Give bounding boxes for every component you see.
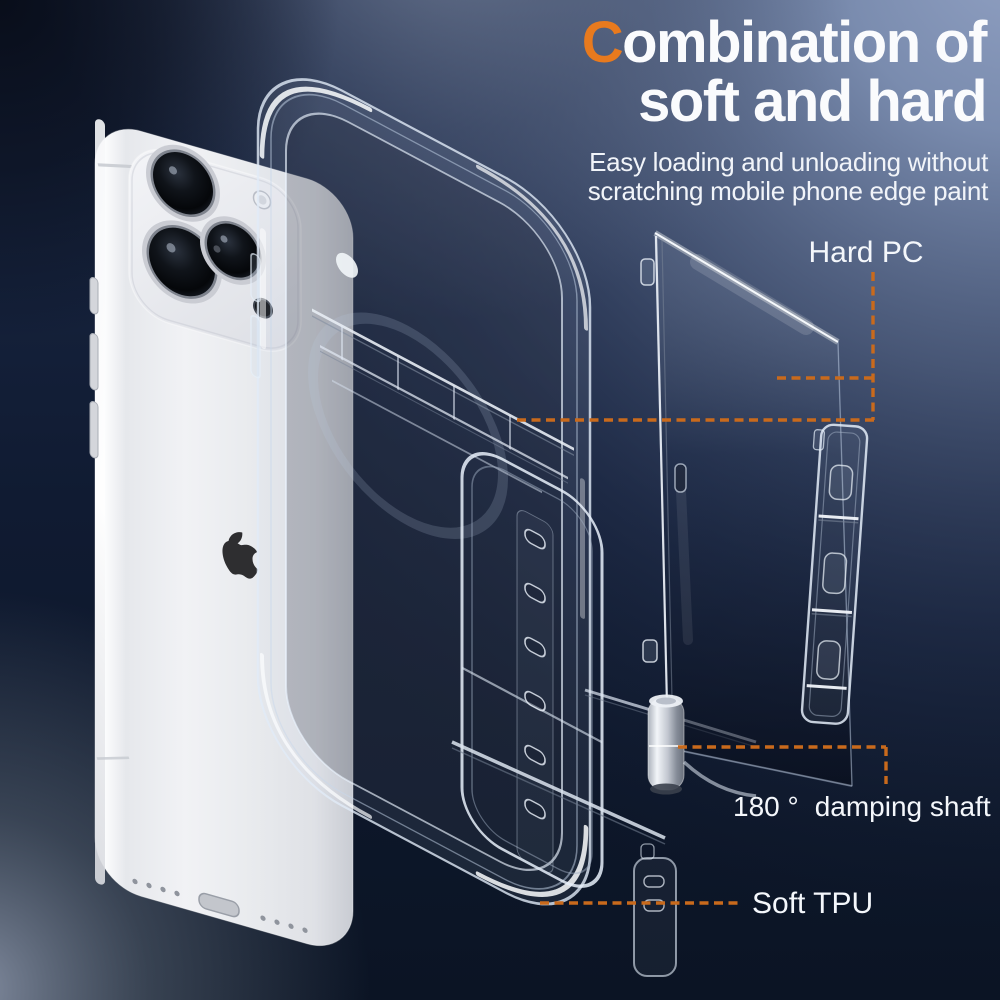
title-line-1-rest: ombination of [622, 10, 988, 75]
hard-pc-panel [640, 230, 853, 787]
kickstand-strip [800, 423, 869, 725]
strip-bump-1 [828, 464, 854, 501]
flash-inner [257, 195, 267, 205]
strip-divider-1-shadow [818, 519, 859, 524]
apple-logo [222, 532, 259, 579]
card-rail-1-shadow [312, 315, 574, 457]
camera-lens-right [200, 216, 266, 285]
case-corner-piece [633, 843, 677, 977]
corner-bumper-bottom-left [260, 652, 372, 819]
kickstand-frame-inner [471, 465, 593, 875]
strip-divider-1 [818, 514, 859, 521]
volume-up-button [89, 333, 99, 391]
subtitle-line-1: Easy loading and unloading without [589, 147, 989, 177]
corner-bumper-bottom-right [475, 824, 589, 897]
phone-bottom-detail [132, 878, 308, 933]
strip-divider-2-shadow [811, 612, 852, 618]
hard-pc-callout-lines [517, 272, 875, 422]
magsafe-ring [308, 312, 508, 540]
case-mid-wall [270, 93, 578, 890]
title-line-2: soft and hard [638, 69, 986, 134]
title-accent-letter: C [582, 10, 623, 75]
shaft-cap-inner [656, 697, 676, 705]
card-rail-2 [320, 345, 568, 480]
case-specular-left [260, 228, 266, 350]
strip-divider-3 [806, 684, 847, 690]
case-outer-wall [256, 78, 592, 906]
panel-glare [690, 254, 814, 335]
panel-tab-upper [640, 258, 655, 286]
panel-left-edge [654, 235, 670, 749]
panel-slot [674, 463, 687, 493]
strip-divider-2 [811, 608, 853, 615]
phone-back [89, 119, 354, 947]
title-line-1: Combination of [582, 10, 988, 75]
card-rail-3 [332, 379, 542, 494]
case-specular-right [580, 478, 585, 619]
kickstand-crossbar [462, 666, 602, 744]
panel-bottom-edge [667, 747, 853, 787]
strip-inner [808, 431, 861, 718]
subtitle-line-2: scratching mobile phone edge paint [588, 176, 989, 206]
shaft-cylinder [647, 697, 685, 791]
hard-pc-label: Hard PC [808, 236, 923, 269]
volume-down-button [89, 401, 99, 459]
panel-tab-lower [642, 639, 658, 663]
strip-bump-3 [816, 640, 842, 680]
usb-c-port [198, 892, 240, 918]
camera-lens-top [146, 144, 220, 222]
damping-shaft-degree: 180 ° [733, 791, 799, 822]
card-slot-vents [524, 528, 546, 820]
damping-shaft-text: damping shaft [815, 791, 991, 822]
camera-plateau-edge [131, 151, 299, 349]
panel-right-edge [837, 341, 853, 787]
strip-bump-2 [822, 552, 848, 595]
case-button-bump-2 [250, 315, 261, 379]
strip-tab [812, 429, 826, 451]
damping-shaft-callout-lines [678, 745, 888, 784]
phone-left-edge-highlight [95, 119, 105, 885]
damping-shaft-label: 180 ° damping shaft [733, 791, 991, 822]
corner-bumper-top-right [476, 164, 588, 331]
soft-tpu-label: Soft TPU [752, 887, 873, 920]
kickstand-frame-outer [460, 452, 604, 888]
panel-glare-lower [675, 465, 693, 645]
case-reflection-dot [336, 252, 358, 278]
damping-shaft [647, 694, 757, 798]
panel-top-edge-highlight [654, 232, 839, 343]
shaft-base [650, 783, 682, 795]
corner-bumper-top-left [259, 86, 373, 159]
camera-lens-bottom [142, 220, 222, 304]
case-button-bump-1 [250, 253, 261, 303]
panel-left-edge-shadow [661, 239, 674, 746]
antenna-line-bottom [96, 756, 130, 760]
card-slot-strip [516, 510, 554, 874]
card-rail-2-shadow [320, 350, 568, 484]
soft-tpu-case-frame [250, 78, 592, 906]
mic-dot [213, 245, 221, 253]
action-button [89, 277, 99, 315]
card-rail-1 [312, 308, 574, 451]
hinge-arm [682, 760, 757, 798]
case-inner-wall [285, 112, 563, 872]
